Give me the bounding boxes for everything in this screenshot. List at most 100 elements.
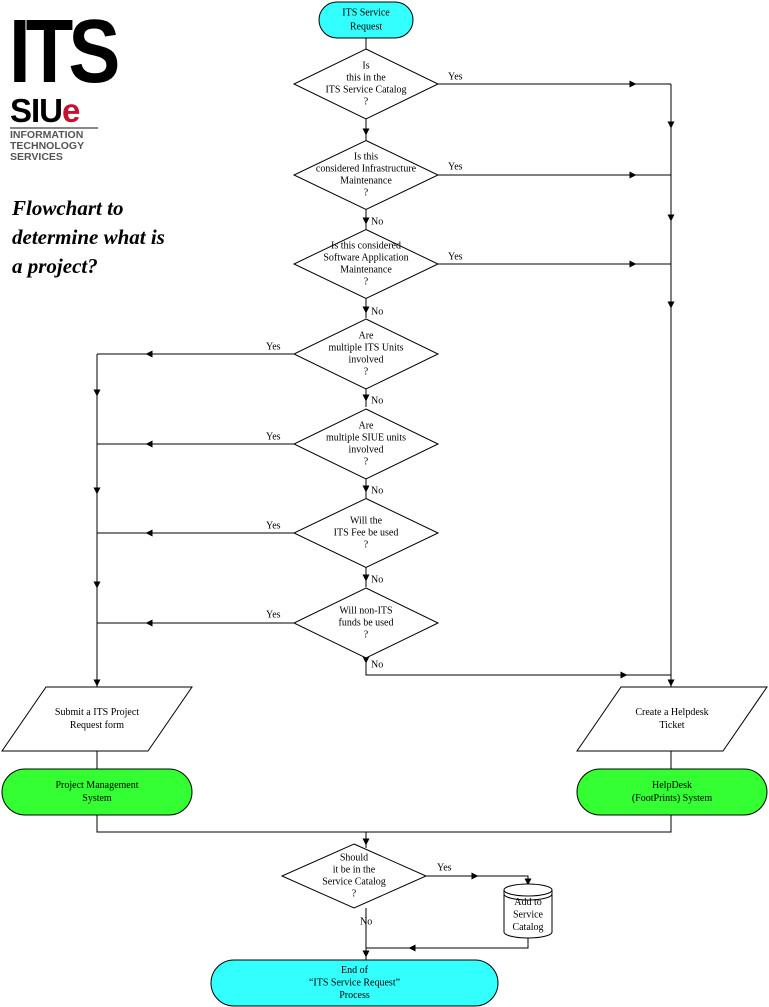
decision-non-its-funds	[292, 587, 440, 659]
title-line-2: determine what is	[12, 225, 165, 249]
logo-rule	[10, 127, 98, 129]
decision-should-be-in-catalog-label-line-1: Should	[340, 852, 368, 863]
arrow-d7-no-right	[620, 671, 628, 679]
label-d1-yes: Yes	[448, 71, 463, 82]
decision-service-catalog-label-line-3: ITS Service Catalog	[325, 84, 406, 95]
arrow-d2-yes	[629, 171, 637, 179]
arrow-d1-d2	[362, 128, 370, 136]
decision-software-maintenance-label-line-1: Is this considered	[331, 240, 401, 251]
logo-siue-e: e	[62, 92, 80, 129]
label-d3-no: No	[371, 306, 383, 317]
project-management-system	[1, 768, 193, 816]
project-management-system-label-line-2: System	[82, 793, 112, 804]
decision-its-fee-label-line-2: ITS Fee be used	[334, 527, 399, 538]
edge-d8-yes	[424, 875, 529, 886]
logo-sub-line-2: TECHNOLOGY	[10, 140, 85, 152]
decision-multiple-siue-units-label-line-4: ?	[364, 456, 369, 467]
arrow-d8-yes	[471, 872, 479, 880]
decision-software-maintenance-label-line-3: Maintenance	[340, 264, 392, 275]
decision-software-maintenance	[292, 228, 440, 300]
decision-non-its-funds-label-line-3: ?	[364, 629, 369, 640]
end-terminal-label-line-1: End of	[341, 965, 369, 976]
start-terminal-label-line-2: Request	[350, 21, 382, 32]
decision-multiple-siue-units-label-line-2: multiple SIUE units	[326, 432, 406, 443]
arrow-d2-d3	[362, 217, 370, 225]
arrow-d6-yes	[145, 529, 153, 537]
decision-software-maintenance-label-line-2: Software Application	[323, 252, 408, 263]
logo-siue-text: SIUe	[10, 92, 80, 129]
label-d6-no: No	[371, 574, 383, 585]
create-helpdesk-ticket	[576, 686, 768, 752]
create-helpdesk-ticket-label-line-2: Ticket	[659, 720, 684, 731]
arrow-d4-yes	[145, 350, 153, 358]
label-d3-yes: Yes	[448, 251, 463, 262]
label-d7-yes: Yes	[266, 609, 281, 620]
arrow-d5-d6	[362, 485, 370, 493]
arrow-d8-yes-down	[524, 878, 532, 886]
label-d6-yes: Yes	[266, 520, 281, 531]
flowchart-title: Flowchart to determine what is a project…	[12, 194, 212, 281]
edge-d7-no	[365, 657, 671, 676]
arrow-d3-yes	[629, 260, 637, 268]
decision-service-catalog	[292, 48, 440, 120]
decision-its-fee-label-line-3: ?	[364, 539, 369, 550]
label-d5-no: No	[371, 485, 383, 496]
edge-systems-merge	[96, 815, 672, 833]
end-terminal-label-line-2: “ITS Service Request”	[309, 977, 400, 988]
decision-infrastructure-label-line-4: ?	[364, 187, 369, 198]
add-to-service-catalog-label-line-1: Add to	[514, 897, 542, 908]
label-d2-no: No	[371, 216, 383, 227]
arrow-d4-d5	[362, 394, 370, 402]
edge-catalog-return	[366, 936, 529, 949]
add-to-service-catalog-label-line-3: Catalog	[512, 922, 543, 933]
decision-its-fee-label-line-1: Will the	[350, 515, 383, 526]
submit-project-form-label-line-2: Request form	[70, 720, 124, 731]
decision-infrastructure	[292, 139, 440, 211]
label-d4-no: No	[371, 395, 383, 406]
arrow-d1-yes	[629, 80, 637, 88]
project-management-system-label-line-1: Project Management	[55, 780, 138, 791]
footprints-system-label-line-2: (FootPrints) System	[632, 793, 713, 804]
label-d8-yes: Yes	[437, 862, 452, 873]
arrow-catalog-return	[408, 944, 416, 952]
decision-non-its-funds-label-line-1: Will non-ITS	[339, 605, 392, 616]
decision-service-catalog-label-line-1: Is	[362, 60, 369, 71]
title-line-3: a project?	[12, 254, 98, 278]
decision-infrastructure-label-line-3: Maintenance	[340, 175, 392, 186]
start-terminal-label-line-1: ITS Service	[342, 7, 390, 18]
decision-multiple-its-units-label-line-4: ?	[364, 366, 369, 377]
decision-infrastructure-label-line-1: Is this	[354, 151, 378, 162]
decision-its-fee	[292, 497, 440, 569]
arrow-d7-no	[362, 656, 370, 664]
title-line-1: Flowchart to	[12, 196, 124, 220]
arrow-right-3	[667, 301, 675, 309]
label-d8-no: No	[360, 916, 372, 927]
add-to-service-catalog-rim	[503, 893, 553, 901]
end-terminal-label-line-3: Process	[339, 990, 370, 1001]
start-terminal	[318, 1, 414, 39]
arrow-right-4	[667, 679, 675, 687]
decision-non-its-funds-label-line-2: funds be used	[339, 617, 394, 628]
arrow-left-1	[93, 389, 101, 397]
arrow-left-4	[93, 679, 101, 687]
label-d2-yes: Yes	[448, 161, 463, 172]
decision-multiple-its-units-label-line-3: involved	[349, 354, 384, 365]
arrow-merge-d8	[362, 838, 370, 846]
arrow-left-3	[93, 581, 101, 589]
logo-sub-line-1: INFORMATION	[10, 129, 84, 141]
arrow-d8-no	[362, 950, 370, 958]
decision-multiple-its-units-label-line-1: Are	[359, 330, 375, 341]
submit-project-form	[1, 686, 193, 752]
decision-infrastructure-label-line-2: considered Infrastructure	[316, 163, 417, 174]
decision-should-be-in-catalog-label-line-4: ?	[352, 888, 357, 899]
footprints-system-label-line-1: HelpDesk	[652, 780, 692, 791]
logo-sub-line-3: SERVICES	[10, 151, 63, 163]
label-d4-yes: Yes	[266, 341, 281, 352]
decision-multiple-siue-units-label-line-3: involved	[349, 444, 384, 455]
logo-subtitle: INFORMATION TECHNOLOGY SERVICES	[10, 130, 84, 163]
decision-should-be-in-catalog	[280, 843, 428, 909]
arrow-d6-d7	[362, 574, 370, 582]
decision-service-catalog-label-line-4: ?	[364, 96, 369, 107]
